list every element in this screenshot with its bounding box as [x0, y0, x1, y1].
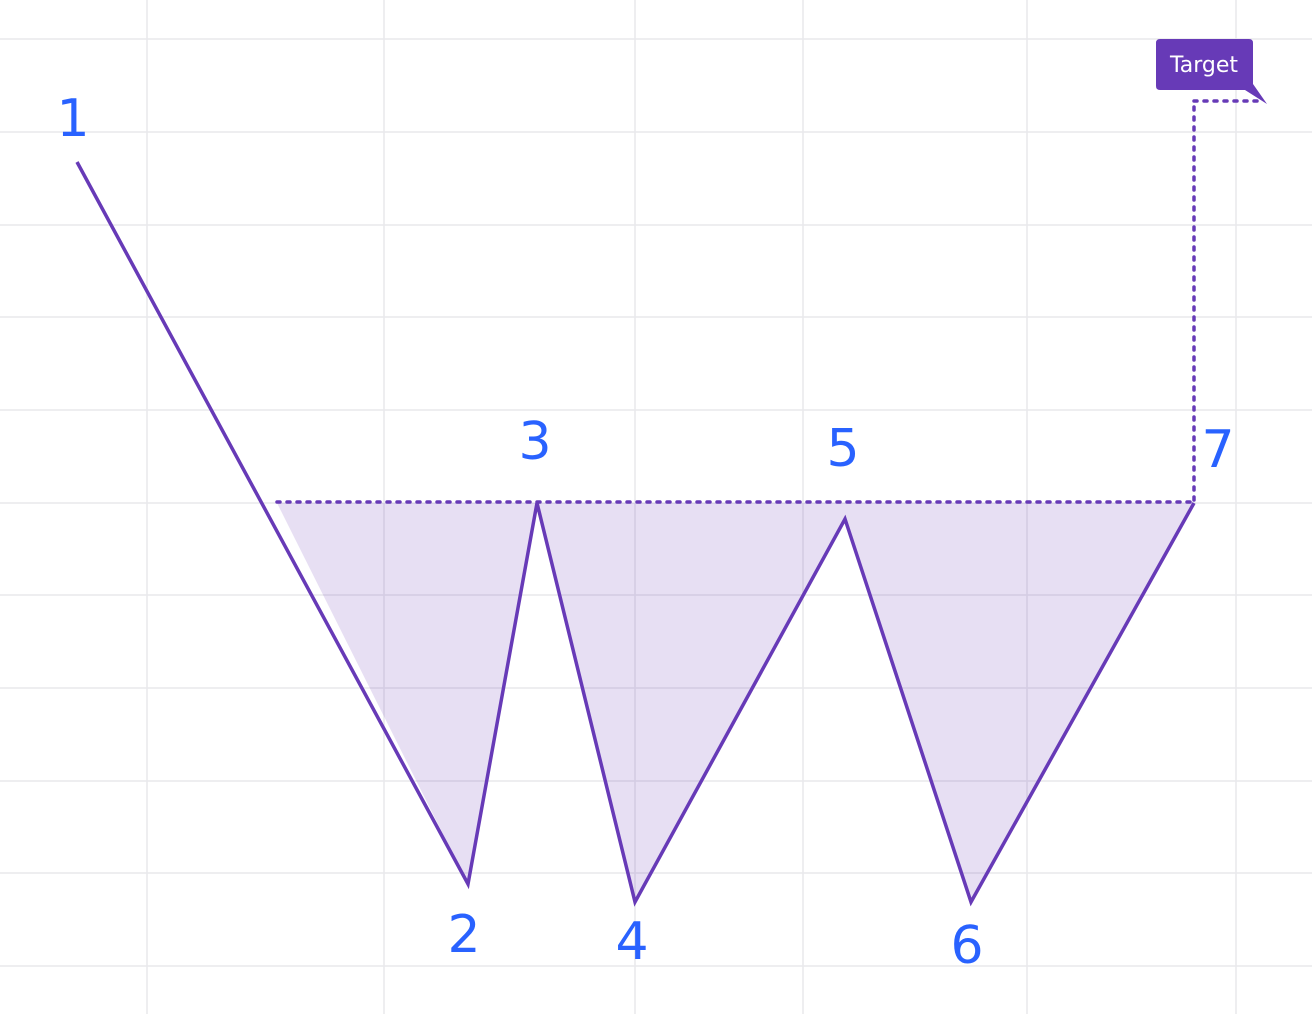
- pattern-line[interactable]: [75, 161, 1196, 907]
- point-label-1: 1: [56, 89, 89, 149]
- target-callout[interactable]: Target: [1156, 39, 1267, 104]
- point-label-5: 5: [826, 419, 859, 479]
- point-label-7: 7: [1201, 420, 1234, 480]
- point-label-2: 2: [447, 905, 480, 965]
- point-label-3: 3: [518, 412, 551, 472]
- target-callout-bubble: [1156, 39, 1267, 104]
- point-label-6: 6: [950, 916, 983, 976]
- pattern-fill-area: [277, 503, 1194, 902]
- point-label-4: 4: [615, 912, 648, 972]
- target-label: Target: [1169, 53, 1238, 78]
